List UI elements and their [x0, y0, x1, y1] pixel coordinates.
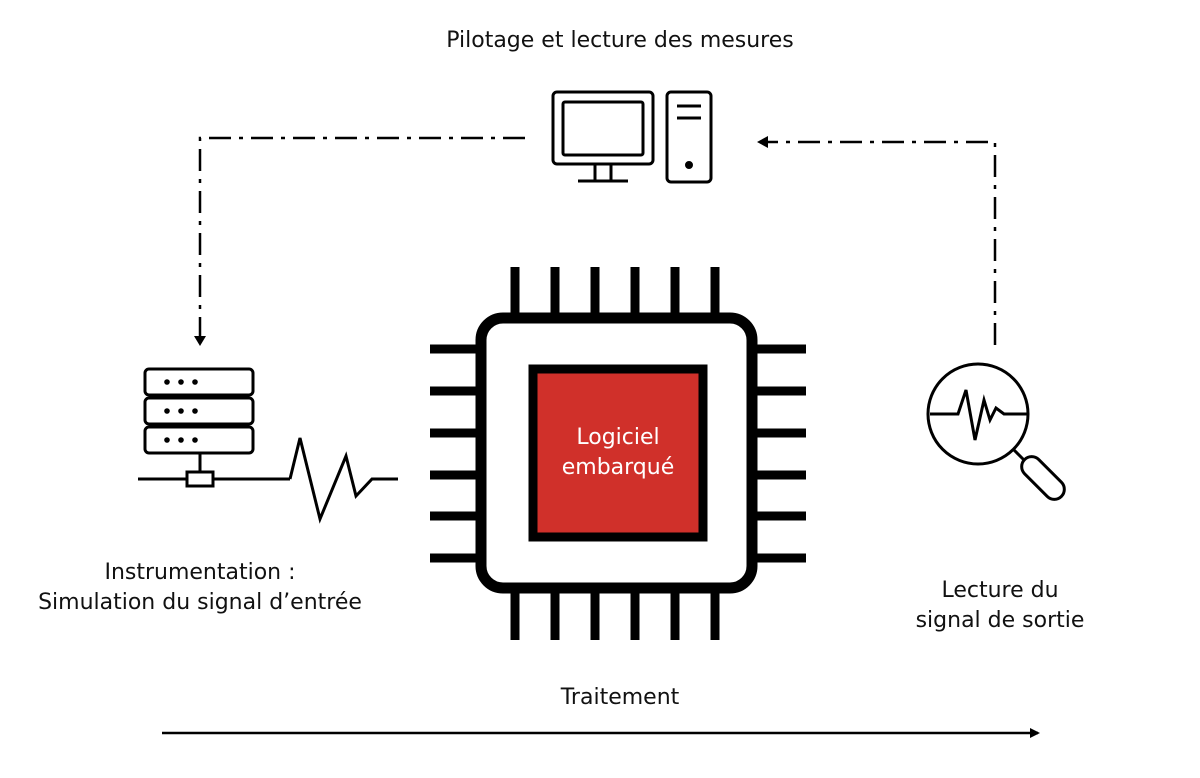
input-signal-waveform — [288, 437, 398, 524]
bottom-label: Traitement — [560, 685, 680, 710]
left-label-line2: Simulation du signal d’entrée — [38, 590, 362, 615]
chip-label-line2: embarqué — [561, 455, 675, 480]
right-label-line1: Lecture du — [941, 578, 1059, 603]
chip-label: Logiciel embarqué — [533, 423, 703, 483]
magnifier-signal-icon — [926, 362, 1066, 501]
chip-label-line1: Logiciel — [576, 425, 660, 450]
left-label: Instrumentation : Simulation du signal d… — [0, 558, 400, 618]
connector-magnifier-to-computer — [757, 136, 997, 345]
chip-icon — [430, 267, 806, 640]
left-label-line1: Instrumentation : — [104, 560, 296, 585]
connector-computer-to-server — [194, 136, 525, 346]
right-label: Lecture du signal de sortie — [880, 576, 1120, 636]
right-label-line2: signal de sortie — [915, 608, 1085, 633]
server-icon — [138, 367, 290, 488]
computer-icon — [551, 90, 713, 184]
chip-core — [528, 364, 708, 542]
top-label: Pilotage et lecture des mesures — [446, 28, 794, 53]
